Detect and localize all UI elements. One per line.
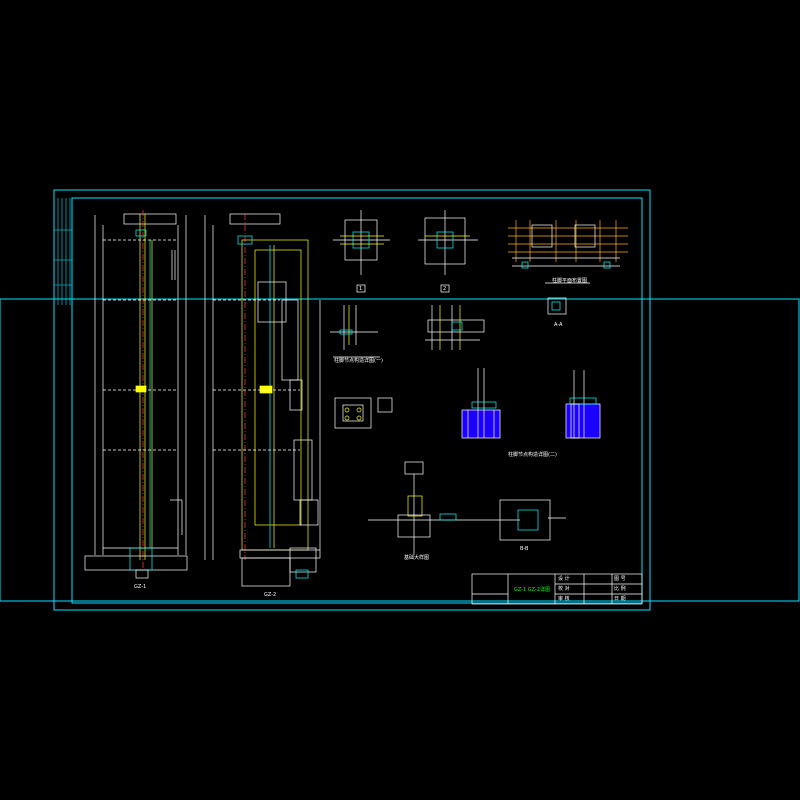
base-detail-1 (461, 368, 501, 439)
title-block (471, 573, 643, 605)
binding-strip (54, 198, 72, 305)
outer-frame (53, 189, 651, 611)
title-block-row-date: 日 期 (614, 596, 626, 602)
title-block-row-check: 校 对 (558, 586, 570, 592)
caption-grid-plan: 柱脚平面布置图 (552, 278, 588, 284)
section-detail-a (330, 305, 380, 358)
caption-base-detail-1: 柱脚节点构造详图(一) (334, 358, 383, 364)
title-block-row-drawing-no: 图 号 (614, 576, 626, 582)
title-block-row-design: 设 计 (558, 576, 570, 582)
bolt-plan-detail (334, 397, 393, 429)
section-detail-b (425, 305, 485, 350)
caption-footing: 基础大样图 (404, 555, 430, 561)
column-gz2 (204, 213, 321, 587)
caption-base-detail-2: 柱脚节点构造详图(二) (508, 452, 557, 458)
base-detail-2 (565, 370, 601, 439)
detail-label-1: 1 (359, 286, 363, 292)
section-label-gz1: GZ-1 (134, 584, 147, 590)
inner-frame (71, 197, 643, 604)
title-block-row-review: 审 核 (558, 596, 570, 602)
title-block-row-scale: 比 例 (614, 586, 626, 592)
footing-detail (368, 461, 566, 555)
viewport-frame (0, 298, 800, 602)
detail-label-aa: A-A (554, 322, 563, 328)
section-label-gz2: GZ-2 (264, 592, 277, 598)
plan-detail-1 (333, 210, 390, 293)
column-gz1 (84, 210, 188, 579)
plan-detail-2 (418, 210, 478, 293)
title-block-title: GZ-1 GZ-2详图 (514, 587, 550, 593)
drawing-frames (0, 189, 800, 611)
detail-label-2: 2 (443, 286, 447, 292)
grid-plan (508, 220, 628, 315)
detail-label-bb: B-B (520, 546, 529, 552)
